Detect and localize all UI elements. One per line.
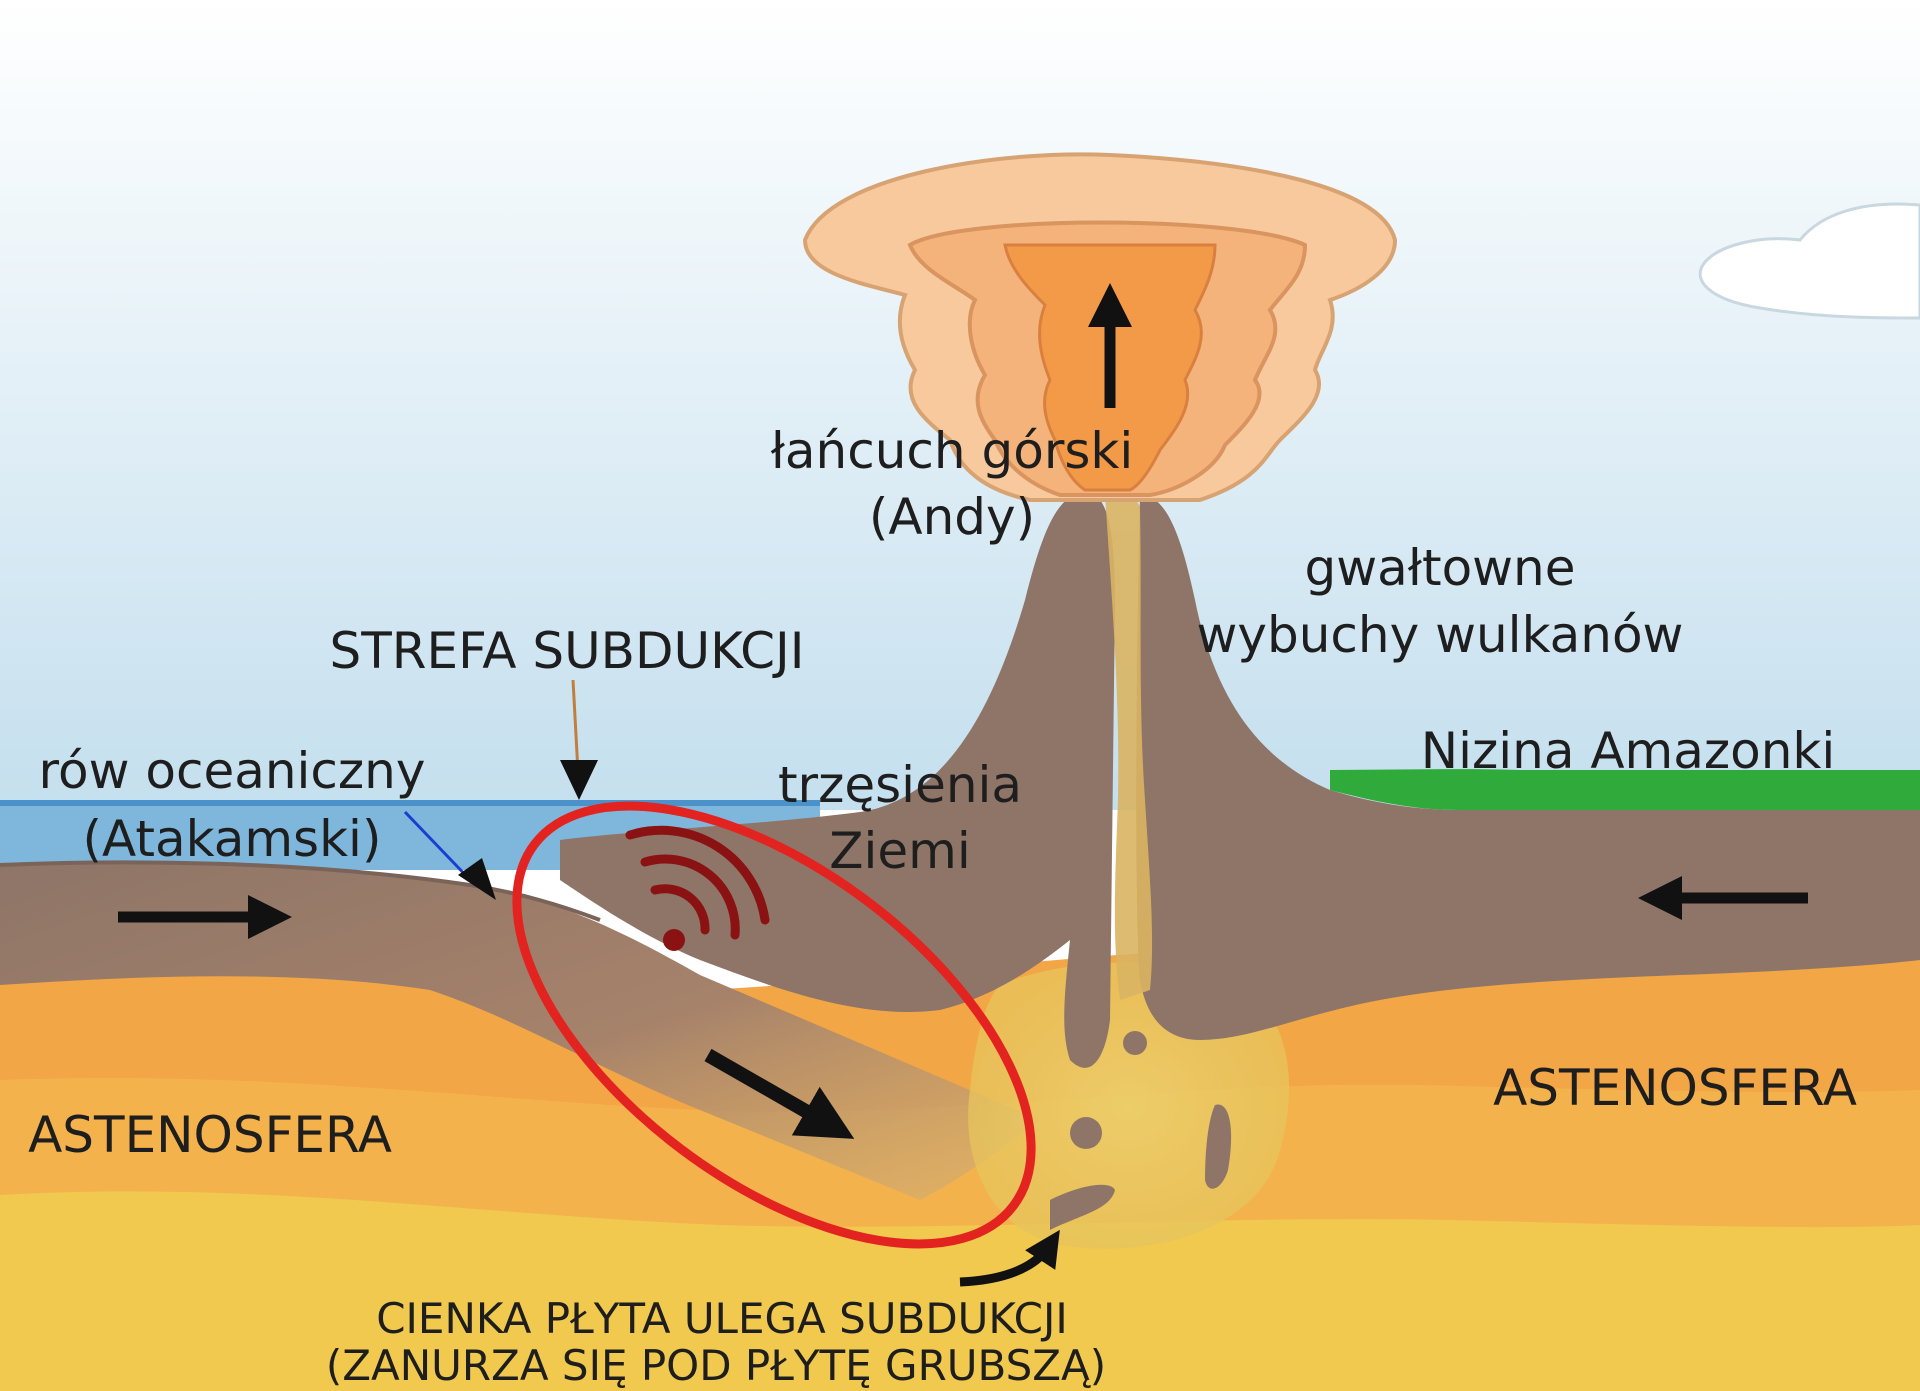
subduction-zone-label: STREFA SUBDUKCJI <box>329 622 804 680</box>
asthenosphere-label-left: ASTENOSFERA <box>28 1106 392 1164</box>
trench-label-line2: (Atakamski) <box>83 810 382 868</box>
mountain-label-line2: (Andy) <box>869 488 1035 546</box>
trench-label-line1: rów oceaniczny <box>39 742 426 800</box>
magma-blob <box>1123 1031 1147 1055</box>
magma-blob <box>1070 1117 1102 1149</box>
amazon-lowland-label: Nizina Amazonki <box>1421 722 1836 780</box>
earthquake-label-line1: trzęsienia <box>778 756 1022 814</box>
eruption-label-line2: wybuchy wulkanów <box>1197 606 1684 664</box>
eruption-label-line1: gwałtowne <box>1304 539 1575 597</box>
earthquake-label-line2: Ziemi <box>829 822 971 880</box>
asthenosphere-label-right: ASTENOSFERA <box>1493 1059 1857 1117</box>
mountain-label-line1: łańcuch górski <box>771 422 1134 480</box>
bottom-caption-line1: CIENKA PŁYTA ULEGA SUBDUKCJI <box>376 1294 1068 1343</box>
bottom-caption-line2: (ZANURZA SIĘ POD PŁYTĘ GRUBSZĄ) <box>326 1341 1106 1390</box>
earthquake-focus-dot <box>663 929 685 951</box>
